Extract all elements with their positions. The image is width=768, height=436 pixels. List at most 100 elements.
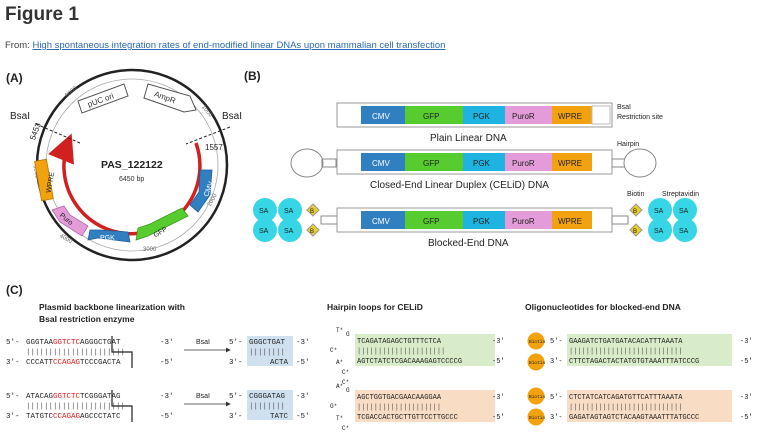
svg-text:ATACAGGGTCTCTCGGGATAG: ATACAGGGTCTCTCGGGATAG	[26, 393, 121, 401]
svg-text:TCAGATAGAGCTGTTTCTCA: TCAGATAGAGCTGTTTCTCA	[357, 338, 442, 346]
tick-1000: 1000	[200, 104, 214, 119]
celid-dna: CMV GFP PGK PuroR WPRE	[290, 148, 657, 178]
figure-image: (A) BsaI BsaI 5453 1557 1000 2000 3000 4…	[6, 68, 753, 432]
svg-text:|||||||||||||||||||||||||||: |||||||||||||||||||||||||||	[569, 404, 682, 412]
insert-arc	[48, 133, 202, 236]
panel-c-label: (C)	[6, 283, 23, 297]
svg-text:-5': -5'	[296, 413, 310, 421]
gfp-feature: GFP	[135, 207, 189, 241]
svg-text:Biotin: Biotin	[529, 360, 546, 366]
svg-text:5'-: 5'-	[6, 339, 20, 347]
svg-text:G: G	[346, 331, 350, 338]
c-title-3: Oligonucleotides for blocked-end DNA	[525, 302, 681, 312]
bsai-site-label: BsaI	[617, 104, 631, 111]
svg-text:WPRE: WPRE	[558, 159, 582, 168]
hairpin-seq-1: T* G C* A* C* TCAGATAGAGCTGTTTCTCA |||||…	[330, 327, 505, 376]
svg-text:C*: C*	[342, 369, 349, 376]
svg-text:C*: C*	[342, 379, 349, 386]
plasmid-size: 6450 bp	[119, 176, 144, 183]
svg-text:GGGTAAGGTCTCAGGGCTGAT: GGGTAAGGTCTCAGGGCTGAT	[26, 339, 121, 347]
plain-linear-caption: Plain Linear DNA	[430, 133, 507, 144]
svg-text:-5': -5'	[160, 413, 174, 421]
svg-text:CMV: CMV	[372, 159, 390, 168]
svg-text:AGCTGGTGACGAACAAGGAA: AGCTGGTGACGAACAAGGAA	[357, 394, 442, 402]
plasmid-name: PAS_122122	[101, 159, 163, 171]
svg-text:SA: SA	[259, 228, 269, 235]
svg-text:SA: SA	[284, 228, 294, 235]
svg-text:T*: T*	[336, 327, 343, 334]
svg-text:-5': -5'	[492, 358, 505, 366]
svg-text:-3': -3'	[740, 394, 753, 402]
streptavidin-label: Streptavidin	[662, 191, 699, 198]
svg-text:C*: C*	[330, 347, 337, 354]
svg-text:-3': -3'	[160, 393, 174, 401]
svg-text:GFP: GFP	[423, 217, 439, 226]
svg-text:WPRE: WPRE	[46, 171, 57, 193]
figure-title: Figure 1	[5, 4, 79, 25]
svg-text:SA: SA	[679, 208, 689, 215]
svg-text:PuroR: PuroR	[512, 112, 535, 121]
svg-text:GAAGATCTGATGATACACATTTAAATA: GAAGATCTGATGATACACATTTAAATA	[569, 338, 683, 346]
svg-text:G: G	[346, 387, 350, 394]
svg-text:SA: SA	[284, 208, 294, 215]
svg-text:CGGGATAG: CGGGATAG	[249, 393, 286, 401]
svg-text:-3': -3'	[740, 338, 753, 346]
hairpin-label: Hairpin	[617, 141, 639, 148]
cut-product-2: 5'- CGGGATAG -3' |||||||| 3'- TATC -5'	[229, 390, 310, 421]
celid-caption: Closed-End Linear Duplex (CELiD) DNA	[370, 180, 549, 191]
svg-text:-3': -3'	[296, 393, 310, 401]
restriction-site-label: Restriction site	[617, 114, 663, 121]
svg-text:3'-: 3'-	[229, 359, 243, 367]
svg-text:GFP: GFP	[423, 112, 439, 121]
svg-text:B: B	[633, 209, 637, 215]
svg-text:TATC: TATC	[270, 413, 289, 421]
svg-text:PGK: PGK	[473, 217, 491, 226]
svg-text:3'-: 3'-	[6, 413, 20, 421]
svg-text:PGK: PGK	[473, 159, 491, 168]
blocked-end-dna: SA SA SA SA B B B B SA SA SA SA CMV GFP …	[253, 198, 697, 242]
c-title-1a: Plasmid backbone linearization with	[39, 302, 185, 312]
svg-text:CMV: CMV	[372, 217, 390, 226]
blocked-end-caption: Blocked-End DNA	[428, 238, 509, 249]
hairpin-seq-2: A* C* G G* T* C* AGCTGGTGACGAACAAGGAA ||…	[330, 379, 505, 432]
svg-text:C*: C*	[342, 425, 349, 432]
svg-text:5'-: 5'-	[6, 393, 20, 401]
svg-text:-3': -3'	[492, 394, 505, 402]
puc-ori-feature: pUC ori	[77, 83, 129, 114]
svg-text:SA: SA	[259, 208, 269, 215]
svg-text:CTTCTAGACTACTATGTGTAAATTTATCCC: CTTCTAGACTACTATGTGTAAATTTATCCCG	[569, 358, 699, 366]
svg-text:PuroR: PuroR	[512, 159, 535, 168]
svg-text:SA: SA	[654, 208, 664, 215]
svg-text:|||||||||||||||||||||: |||||||||||||||||||||	[357, 348, 445, 356]
wpre-feature: WPRE	[34, 158, 57, 202]
svg-text:||||||||: ||||||||	[249, 403, 285, 411]
position-right: 1557	[205, 143, 223, 152]
svg-text:||||||||: ||||||||	[249, 349, 285, 357]
svg-text:||||||||||||||||||||||: ||||||||||||||||||||||	[26, 349, 125, 357]
puro-feature: Puro	[51, 205, 89, 237]
svg-text:-3': -3'	[160, 339, 174, 347]
svg-text:5'-: 5'-	[550, 394, 563, 402]
cut-arrow-2: BsaI	[184, 393, 231, 407]
svg-text:-5': -5'	[740, 414, 753, 422]
article-link[interactable]: High spontaneous integration rates of en…	[32, 40, 446, 51]
svg-text:G*: G*	[330, 403, 337, 410]
svg-text:GAGATAGTAGTCTACAAGTAAATTTATGCC: GAGATAGTAGTCTACAAGTAAATTTATGCCC	[569, 414, 699, 422]
svg-text:-3': -3'	[296, 339, 310, 347]
bsai-cut-left	[35, 123, 81, 144]
svg-text:|||||||||||||||||||||||||||: |||||||||||||||||||||||||||	[569, 348, 682, 356]
svg-text:5'-: 5'-	[229, 339, 243, 347]
tick-5000: 5000	[32, 165, 40, 180]
svg-text:A*: A*	[336, 383, 343, 390]
svg-text:SA: SA	[679, 228, 689, 235]
svg-text:Biotin: Biotin	[529, 339, 546, 345]
pgk-feature: PGK	[87, 229, 131, 243]
oligo-seq-1: Biotin Biotin 5'- GAAGATCTGATGATACACATTT…	[527, 332, 753, 371]
svg-text:BsaI: BsaI	[196, 393, 210, 400]
biotin-label: Biotin	[627, 191, 645, 198]
svg-text:-5': -5'	[160, 359, 174, 367]
panel-b-label: (B)	[244, 69, 261, 83]
svg-text:||||||||||||||||||||||: ||||||||||||||||||||||	[26, 403, 125, 411]
svg-text:PuroR: PuroR	[512, 217, 535, 226]
bsai-label-left: BsaI	[10, 111, 30, 122]
